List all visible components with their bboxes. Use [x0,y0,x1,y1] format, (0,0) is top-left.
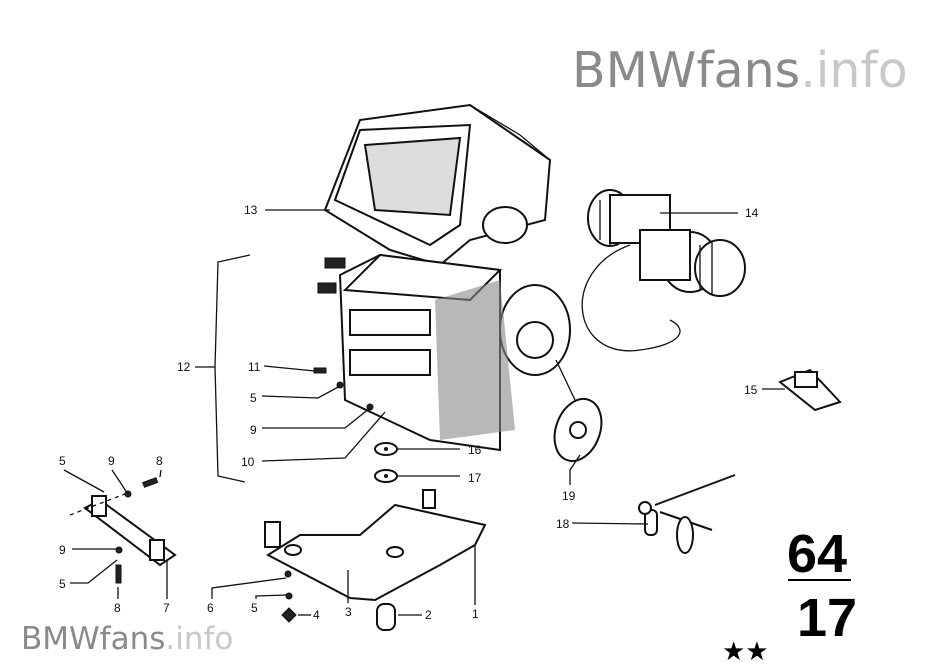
watermark-tld: .info [800,42,908,99]
rating-stars-icon: ★★ [722,637,769,665]
fasteners [115,367,396,631]
part-15-resistor[interactable] [778,368,842,412]
callout-19[interactable]: 19 [562,489,576,503]
callout-9[interactable]: 9 [108,454,115,468]
callout-16[interactable]: 16 [468,443,482,457]
callout-9[interactable]: 9 [59,543,66,557]
callout-3[interactable]: 3 [345,605,352,619]
callout-15[interactable]: 15 [744,383,758,397]
callout-10[interactable]: 10 [241,455,255,469]
part-19-flap[interactable] [546,359,609,468]
callout-5[interactable]: 5 [59,577,66,591]
callout-18[interactable]: 18 [556,517,570,531]
part-7-bracket[interactable] [69,491,177,567]
callout-11[interactable]: 11 [248,360,261,374]
callout-8[interactable]: 8 [156,454,163,468]
callout-labels: 13 14 12 11 5 9 10 16 17 15 19 18 5 9 8 … [59,203,759,622]
callout-8[interactable]: 8 [114,601,121,615]
watermark-brand: BMWfans [572,42,801,99]
callout-5[interactable]: 5 [59,454,66,468]
callout-12[interactable]: 12 [177,360,191,374]
part-13-duct-housing[interactable] [323,103,552,267]
part-12-heater-box[interactable] [317,253,571,452]
leader-lines [63,209,785,616]
watermark-tld: .info [165,621,234,657]
callout-13[interactable]: 13 [244,203,258,217]
group-number: 64 17 ★★ [722,524,857,665]
watermark-bottom: BMWfans.info [21,624,233,655]
part-17-washer[interactable] [374,469,398,483]
part-14-blower-motor[interactable] [581,189,746,352]
callout-2[interactable]: 2 [425,608,432,622]
group-main-number: 64 [787,524,847,584]
watermark-brand: BMWfans [21,621,166,657]
callout-4[interactable]: 4 [313,608,320,622]
part-1-console-plate[interactable] [264,489,487,602]
callout-7[interactable]: 7 [163,601,170,615]
callout-14[interactable]: 14 [745,206,759,220]
callout-17[interactable]: 17 [468,471,482,485]
part-16-washer[interactable] [374,442,398,456]
callout-9[interactable]: 9 [250,423,257,437]
callout-5[interactable]: 5 [250,391,257,405]
part-18-switch[interactable] [638,474,736,554]
group-sub-number: 17 [797,588,857,648]
callout-6[interactable]: 6 [207,601,214,615]
callout-1[interactable]: 1 [472,607,479,621]
callout-5[interactable]: 5 [251,601,258,615]
watermark-top: BMWfans.info [572,46,908,95]
